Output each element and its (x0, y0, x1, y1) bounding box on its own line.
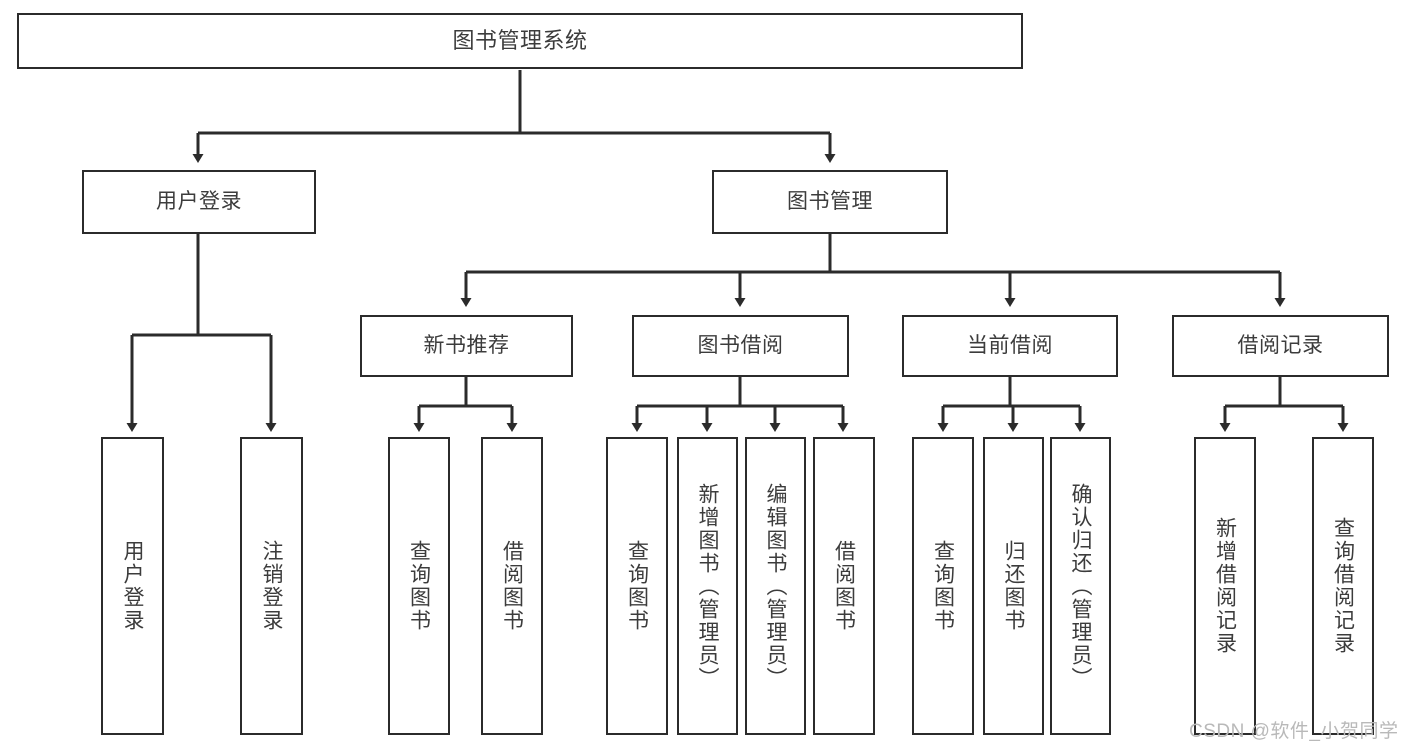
csdn-watermark: CSDN @软件_小贺同学 (1189, 721, 1399, 742)
node-label: 编辑图书（管理员） (764, 482, 787, 690)
node-new-book-recommend[interactable]: 新书推荐 (360, 315, 573, 377)
node-label: 新增图书（管理员） (696, 482, 719, 690)
node-borrow-record[interactable]: 借阅记录 (1172, 315, 1389, 377)
node-leaf-borrow-book-2[interactable]: 借阅图书 (813, 437, 875, 735)
node-root-book-management-system[interactable]: 图书管理系统 (17, 13, 1023, 69)
node-label: 借阅记录 (1237, 333, 1324, 357)
node-leaf-query-book-1[interactable]: 查询图书 (388, 437, 450, 735)
node-label: 查询图书 (407, 540, 431, 632)
node-leaf-query-book-2[interactable]: 查询图书 (606, 437, 668, 735)
node-label: 借阅图书 (832, 540, 856, 632)
node-label: 归还图书 (1002, 540, 1025, 632)
node-label: 新增借阅记录 (1213, 517, 1237, 655)
node-label: 借阅图书 (500, 540, 524, 632)
node-label: 当前借阅 (967, 333, 1053, 357)
node-leaf-confirm-return[interactable]: 确认归还（管理员） (1050, 437, 1111, 735)
node-book-borrow[interactable]: 图书借阅 (632, 315, 849, 377)
node-leaf-borrow-book-1[interactable]: 借阅图书 (481, 437, 543, 735)
node-leaf-add-book[interactable]: 新增图书（管理员） (677, 437, 738, 735)
node-leaf-query-book-3[interactable]: 查询图书 (912, 437, 974, 735)
node-label: 查询借阅记录 (1331, 517, 1355, 655)
node-current-borrow[interactable]: 当前借阅 (902, 315, 1118, 377)
node-label: 查询图书 (931, 540, 955, 632)
node-label: 用户登录 (156, 189, 242, 213)
node-leaf-add-borrow-record[interactable]: 新增借阅记录 (1194, 437, 1256, 735)
node-book-management[interactable]: 图书管理 (712, 170, 948, 234)
node-label: 确认归还（管理员） (1069, 482, 1092, 690)
node-leaf-return-book[interactable]: 归还图书 (983, 437, 1044, 735)
node-label: 图书管理 (787, 189, 873, 213)
node-label: 注销登录 (260, 540, 283, 632)
node-label: 图书借阅 (697, 333, 784, 357)
node-leaf-query-borrow-record[interactable]: 查询借阅记录 (1312, 437, 1374, 735)
node-leaf-user-logout[interactable]: 注销登录 (240, 437, 303, 735)
node-leaf-user-login[interactable]: 用户登录 (101, 437, 164, 735)
node-label: 查询图书 (625, 540, 649, 632)
node-label: 用户登录 (121, 540, 144, 632)
node-user-login[interactable]: 用户登录 (82, 170, 316, 234)
node-label: 图书管理系统 (452, 28, 588, 54)
node-label: 新书推荐 (423, 333, 510, 357)
node-leaf-edit-book[interactable]: 编辑图书（管理员） (745, 437, 806, 735)
